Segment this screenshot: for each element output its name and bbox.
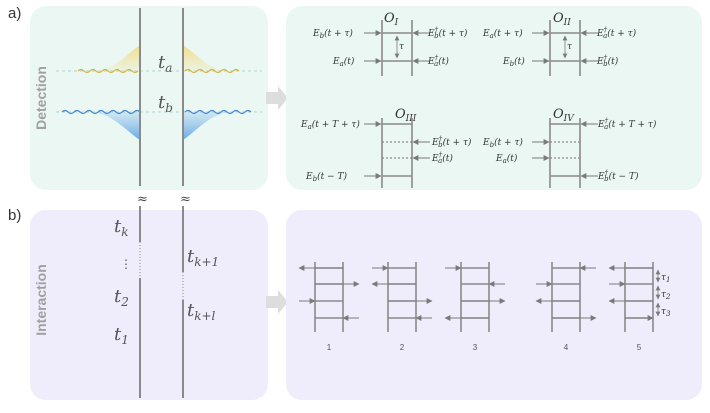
detection-side-label: Detection bbox=[33, 66, 49, 130]
panel-b-letter: b) bbox=[8, 207, 21, 224]
diagram-o1: OI τ Eb(t + τ) E†b(t + τ) Ea(t) E†a(t) bbox=[312, 11, 468, 76]
tau2-label: τ2 bbox=[661, 290, 671, 301]
ladder-2 bbox=[371, 262, 433, 332]
svg-text:E†b(t): E†b(t) bbox=[596, 54, 619, 68]
svg-text:τ: τ bbox=[567, 42, 573, 52]
svg-text:E†b(t + τ): E†b(t + τ) bbox=[427, 26, 468, 40]
svg-text:E†a(t): E†a(t) bbox=[431, 151, 453, 165]
detection-right-box bbox=[286, 6, 702, 190]
blue-wave-left bbox=[61, 109, 141, 115]
ladder-5: τ1 τ2 τ3 bbox=[608, 262, 671, 332]
svg-text:Eb(t + τ): Eb(t + τ) bbox=[312, 28, 353, 40]
ladder-3 bbox=[444, 262, 506, 332]
svg-text:Ea(t): Ea(t) bbox=[495, 153, 518, 165]
tau3-label: τ3 bbox=[661, 307, 671, 318]
ladder-label-5: 5 bbox=[637, 343, 642, 352]
yellow-wave-left bbox=[77, 68, 139, 74]
panel-b-flow-arrow bbox=[266, 290, 288, 314]
ladder-label-1: 1 bbox=[327, 343, 332, 352]
tau1-label: τ1 bbox=[661, 273, 670, 284]
svg-text:Eb(t): Eb(t) bbox=[502, 56, 525, 68]
svg-text:Ea(t + τ): Ea(t + τ) bbox=[482, 28, 523, 40]
svg-text:Eb(t + τ): Eb(t + τ) bbox=[482, 137, 523, 149]
blue-pulse-left bbox=[90, 112, 140, 140]
svg-text:Eb(t − T): Eb(t − T) bbox=[305, 171, 347, 183]
ladder-label-2: 2 bbox=[400, 343, 405, 352]
interaction-side-label: Interaction bbox=[33, 264, 49, 336]
svg-text:τ: τ bbox=[399, 42, 405, 52]
ladder-1 bbox=[298, 262, 360, 332]
break-left: ≈ bbox=[137, 192, 148, 207]
svg-text:E†a(t + τ): E†a(t + τ) bbox=[596, 26, 637, 40]
vertical-dots: ⋮ bbox=[120, 257, 132, 271]
interaction-left-box bbox=[30, 210, 268, 400]
diagram-o3: OIII Ea(t + T + τ) E†b(t + τ) E†a(t) Eb(… bbox=[300, 107, 472, 188]
break-right: ≈ bbox=[180, 192, 191, 207]
ladder-4 bbox=[535, 262, 597, 332]
svg-text:E†b(t + τ): E†b(t + τ) bbox=[431, 135, 472, 149]
blue-pulse-right bbox=[183, 112, 232, 140]
yellow-wave-right bbox=[184, 68, 240, 74]
svg-text:E†a(t): E†a(t) bbox=[427, 54, 449, 68]
svg-text:Ea(t + T + τ): Ea(t + T + τ) bbox=[300, 119, 360, 131]
detection-left-box bbox=[30, 6, 268, 190]
ladder-label-3: 3 bbox=[473, 343, 478, 352]
svg-text:Ea(t): Ea(t) bbox=[332, 56, 355, 68]
yellow-pulse-right bbox=[183, 45, 228, 71]
yellow-pulse-left bbox=[95, 45, 140, 71]
interaction-right-box bbox=[286, 210, 702, 400]
panel-a-letter: a) bbox=[8, 5, 21, 22]
panel-a-flow-arrow bbox=[266, 86, 288, 110]
blue-wave-right bbox=[184, 109, 252, 115]
ladder-label-4: 4 bbox=[564, 343, 569, 352]
svg-text:E†a(t + T + τ): E†a(t + T + τ) bbox=[597, 117, 657, 131]
svg-text:E†b(t − T): E†b(t − T) bbox=[597, 169, 639, 183]
